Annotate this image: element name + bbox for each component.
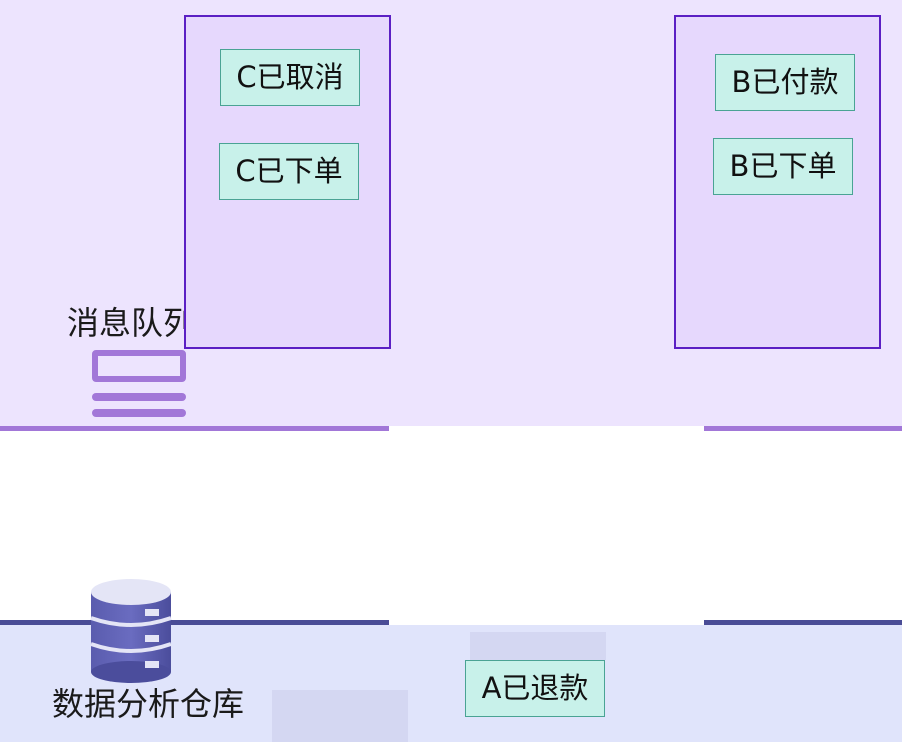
queue-icon <box>92 350 186 422</box>
message-card: B已下单 <box>713 138 853 195</box>
warehouse-label: 数据分析仓库 <box>52 685 245 723</box>
message-card: C已下单 <box>219 143 359 200</box>
message-card: A已退款 <box>465 660 605 717</box>
ghost-shape <box>470 632 606 660</box>
message-card: C已取消 <box>220 49 360 106</box>
database-icon <box>90 579 172 683</box>
warehouse-line-left <box>0 620 389 625</box>
queue-line-right <box>704 426 902 431</box>
queue-label: 消息队列 <box>67 304 196 342</box>
ghost-shape <box>272 690 408 742</box>
gap <box>389 426 704 430</box>
warehouse-line-right <box>704 620 902 625</box>
queue-line-left <box>0 426 389 431</box>
message-card: B已付款 <box>715 54 855 111</box>
